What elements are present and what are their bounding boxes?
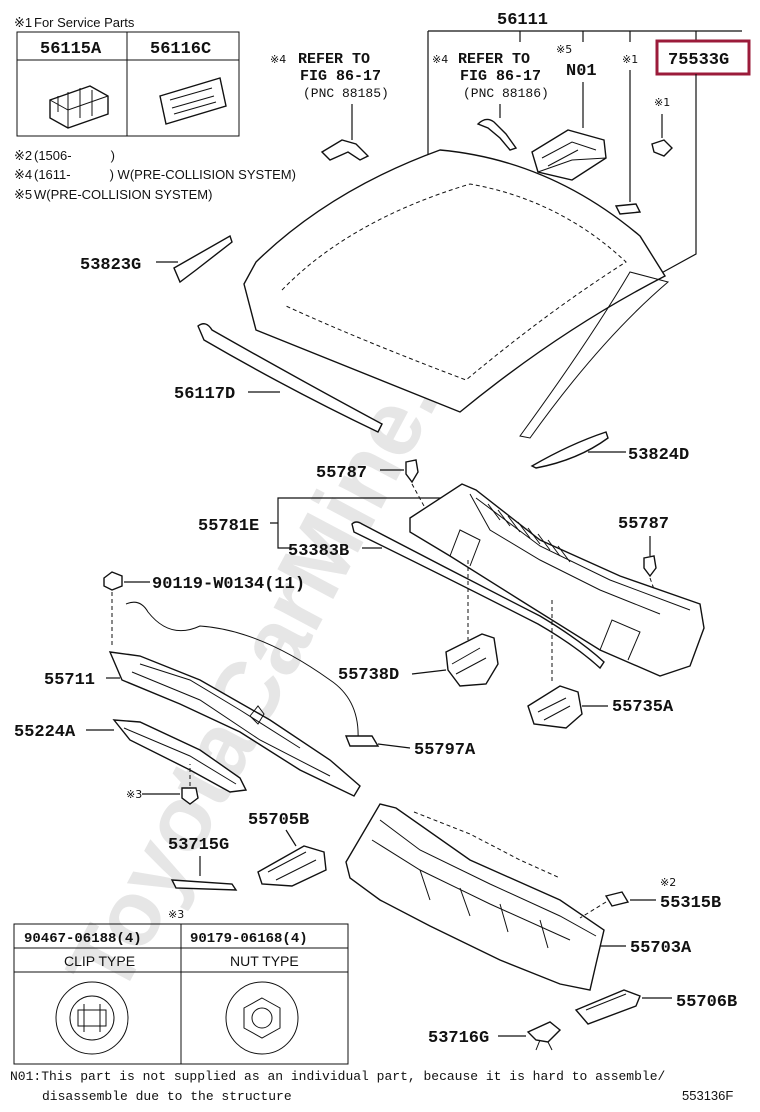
cowl-side-53824D [530, 431, 609, 469]
table-header-clip-part[interactable]: 90467-06188(4) [24, 931, 142, 947]
part-53715G-label[interactable]: 53715G [168, 836, 229, 855]
part-55781E-label[interactable]: 55781E [198, 517, 259, 536]
part-75533G-label[interactable]: 75533G [668, 51, 729, 70]
clip-56115A-drawing [49, 85, 109, 129]
ref2-line3: (PNC 88186) [463, 86, 549, 101]
table-type-nut: NUT TYPE [230, 953, 299, 969]
ref2-line1: REFER TO [458, 51, 530, 68]
cowl-side-53823G [173, 234, 233, 284]
part-56117D-label[interactable]: 56117D [174, 385, 235, 404]
table-header-nut-part[interactable]: 90179-06168(4) [190, 931, 308, 947]
ref1-line2: FIG 86-17 [300, 68, 381, 85]
weatherstrip-56117D [197, 323, 383, 433]
hose-path [125, 601, 359, 741]
mark-3b: ※3 [168, 908, 184, 921]
part-55224A-label[interactable]: 55224A [14, 723, 76, 742]
bracket-55706B [574, 989, 641, 1025]
ref1-line1: REFER TO [298, 51, 370, 68]
sensor-bracket-N01 [531, 129, 607, 181]
notes: ※2 (1506- ) ※4 (1611- ) W(PRE-COLLISION … [14, 148, 296, 202]
mark-1b: ※1 [654, 96, 670, 109]
part-55735A-label[interactable]: 55735A [612, 698, 674, 717]
nut-type-drawing [225, 981, 299, 1055]
windshield-glass [243, 149, 670, 439]
footnote-line2: disassemble due to the structure [42, 1089, 292, 1104]
mark-1a: ※1 [622, 53, 638, 66]
cowl-louver-55781E [409, 483, 705, 677]
service-parts-box: ※1 For Service Parts 56115A 56116C [14, 15, 240, 137]
seal-53715G [170, 879, 238, 891]
note-5-mark: ※5 [14, 187, 32, 202]
part-55787a-label[interactable]: 55787 [316, 464, 367, 483]
service-title: For Service Parts [34, 15, 135, 30]
part-56115A-label[interactable]: 56115A [40, 40, 102, 59]
part-56116C-label[interactable]: 56116C [150, 40, 211, 59]
table-type-clip: CLIP TYPE [64, 953, 135, 969]
refer-fig-88186: ※4 REFER TO FIG 86-17 (PNC 88186) [432, 51, 549, 151]
note-5-text: W(PRE-COLLISION SYSTEM) [34, 187, 212, 202]
bracket-55705B [257, 845, 327, 887]
clip-53716G [526, 1021, 562, 1043]
part-55703A-label[interactable]: 55703A [630, 939, 692, 958]
ref1-mark: ※4 [270, 53, 286, 66]
part-N01-label[interactable]: N01 [566, 62, 597, 81]
seal-53383B [351, 521, 605, 670]
nozzle-55797A [344, 735, 380, 747]
part-55738D-label[interactable]: 55738D [338, 666, 399, 685]
part-55787b-label[interactable]: 55787 [618, 515, 669, 534]
strip-56116C-drawing [159, 77, 227, 125]
panel-55711 [108, 651, 361, 797]
mark-3a: ※3 [126, 788, 142, 801]
clip-55787b [643, 555, 657, 578]
cover-55738D [445, 633, 499, 687]
clip-type-drawing [55, 981, 129, 1055]
cover-55735A [527, 685, 583, 729]
part-55706B-label[interactable]: 55706B [676, 993, 737, 1012]
part-90119-label[interactable]: 90119-W0134(11) [152, 575, 305, 594]
part-56111-label[interactable]: 56111 [497, 11, 548, 30]
refer-fig-88185: ※4 REFER TO FIG 86-17 (PNC 88185) [270, 51, 389, 161]
note-4-mark: ※4 [14, 167, 32, 182]
ref2-mark: ※4 [432, 53, 448, 66]
cowl-panel-55703A [345, 803, 605, 991]
part-55315B-label[interactable]: 55315B [660, 894, 721, 913]
note-2-mark: ※2 [14, 148, 32, 163]
note-2-text: (1506- ) [34, 148, 115, 163]
mark-2: ※2 [660, 876, 676, 889]
note-4-text: (1611- ) W(PRE-COLLISION SYSTEM) [34, 167, 296, 182]
clip-mark3 [181, 787, 199, 805]
panel-55224A [112, 719, 248, 793]
bolt-90119 [103, 571, 123, 591]
fastener-table: 90467-06188(4) 90179-06168(4) CLIP TYPE … [13, 923, 349, 1065]
part-55711-label[interactable]: 55711 [44, 671, 95, 690]
part-53824D-label[interactable]: 53824D [628, 446, 689, 465]
part-53823G-label[interactable]: 53823G [80, 256, 141, 275]
ref2-line2: FIG 86-17 [460, 68, 541, 85]
footnote-line1: N01:This part is not supplied as an indi… [10, 1069, 666, 1084]
seal-55315B [604, 891, 630, 907]
highlight-box-75533G [655, 39, 751, 76]
part-53716G-label[interactable]: 53716G [428, 1029, 489, 1048]
part-53383B-label[interactable]: 53383B [288, 542, 349, 561]
mark-5: ※5 [556, 43, 572, 56]
service-box-frame [16, 31, 240, 137]
ref1-line3: (PNC 88185) [303, 86, 389, 101]
figure-code: 553136F [682, 1088, 733, 1103]
clip-55787a [405, 459, 419, 484]
service-mark: ※1 [14, 15, 32, 30]
part-55705B-label[interactable]: 55705B [248, 811, 309, 830]
part-55797A-label[interactable]: 55797A [414, 741, 476, 760]
